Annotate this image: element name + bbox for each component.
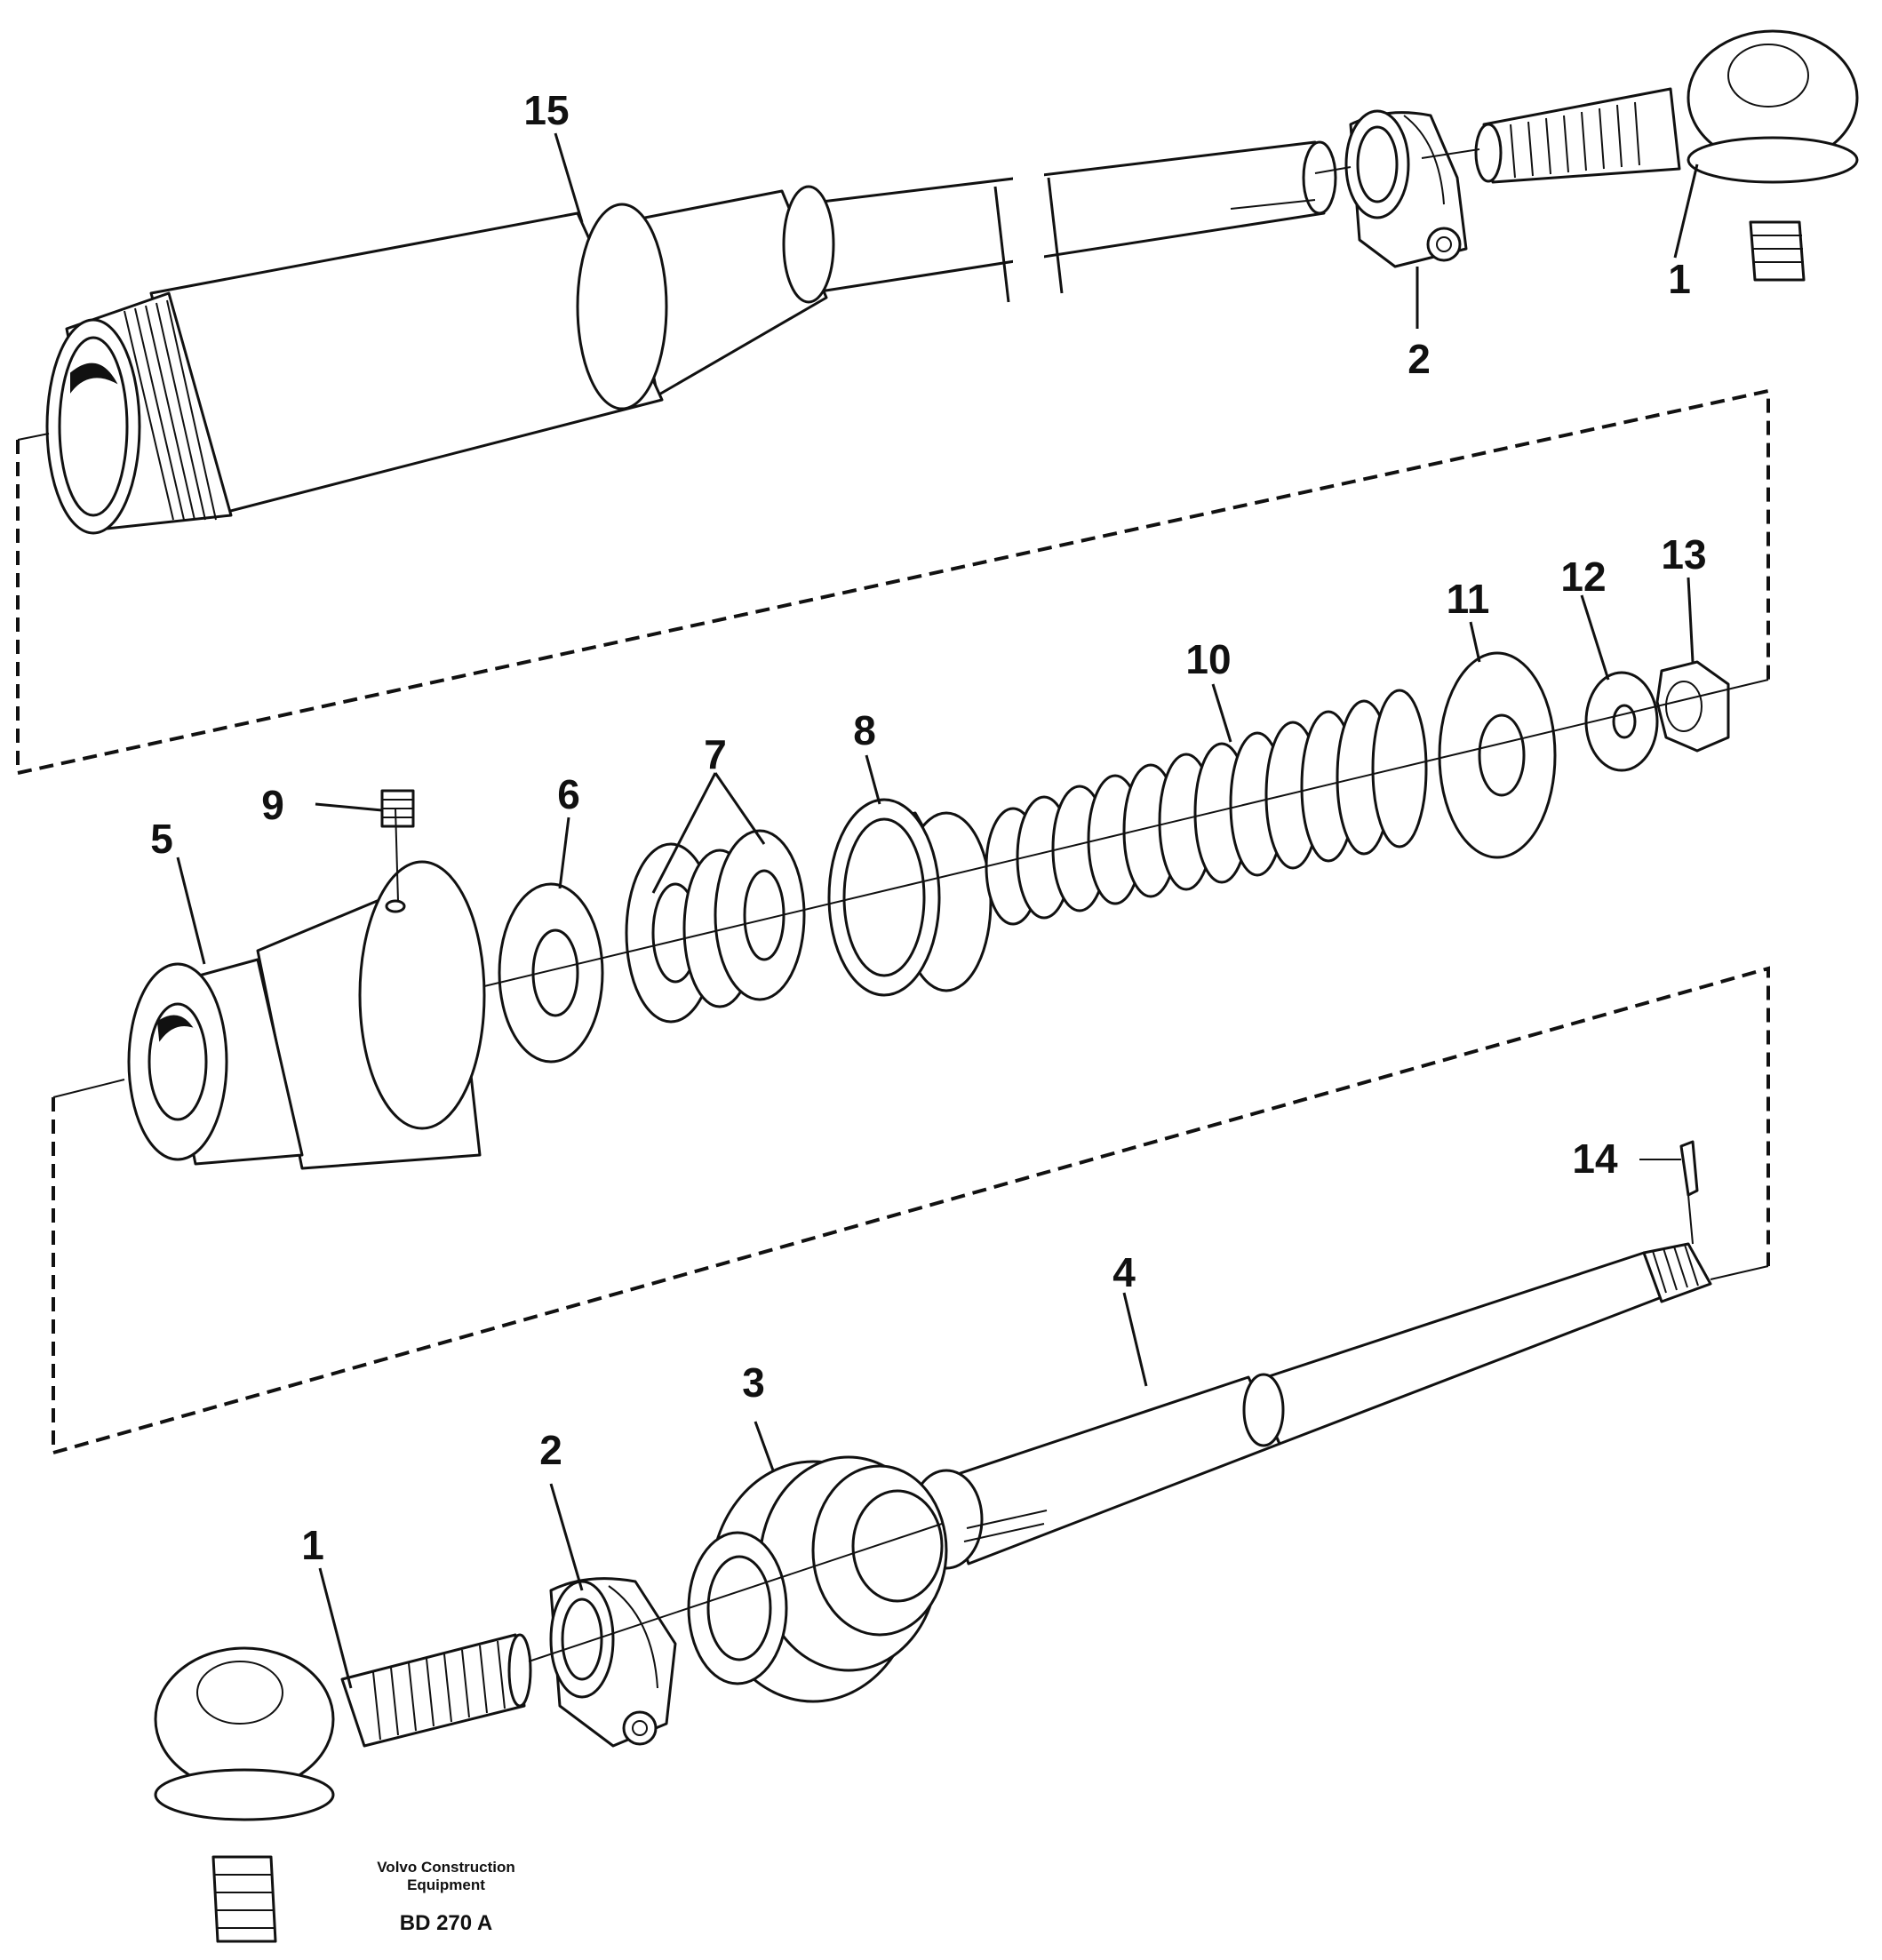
callout-5: 5 xyxy=(150,816,173,862)
dashed-connector-lines xyxy=(16,388,1770,1455)
caption-company-line2: Equipment xyxy=(407,1876,485,1893)
cylinder-tube-part-15 xyxy=(45,140,1337,535)
seal-rings-part-7 xyxy=(625,829,806,1024)
callout-1-top: 1 xyxy=(1668,256,1691,302)
spring-part-10 xyxy=(985,689,1428,926)
spring-seat-part-11 xyxy=(1438,651,1557,859)
callout-2-top: 2 xyxy=(1408,336,1431,382)
washer-part-6 xyxy=(498,882,604,1064)
caption-figure-code: BD 270 A xyxy=(400,1911,492,1935)
sleeve-part-8 xyxy=(827,798,993,997)
nut-part-13 xyxy=(1655,660,1730,753)
callout-6: 6 xyxy=(557,771,580,817)
leader-lines xyxy=(176,132,1699,1689)
cotter-pin-part-14 xyxy=(1679,1140,1699,1197)
tie-rod-end-part-1-top xyxy=(1474,29,1859,282)
assembly-axis-lines xyxy=(17,148,1769,1662)
callout-8: 8 xyxy=(853,707,876,753)
callout-14: 14 xyxy=(1572,1135,1618,1182)
piston-rod-part-4 xyxy=(909,1242,1712,1570)
clamp-part-2-top xyxy=(1344,109,1468,268)
callout-1-bottom: 1 xyxy=(301,1522,324,1568)
callout-13: 13 xyxy=(1661,531,1706,578)
tie-rod-end-part-1-bottom xyxy=(154,1633,532,1943)
boot-part-3 xyxy=(687,1455,948,1703)
part-callouts: 1 2 15 13 12 11 10 8 7 6 9 5 14 4 3 2 1 xyxy=(150,87,1706,1568)
callout-15: 15 xyxy=(523,87,569,133)
diagram-caption: Volvo Construction Equipment BD 270 A xyxy=(377,1859,515,1935)
callout-4: 4 xyxy=(1112,1249,1136,1295)
caption-company: Volvo Construction xyxy=(377,1859,515,1876)
callout-3: 3 xyxy=(742,1359,765,1406)
valve-body-part-5 xyxy=(127,860,486,1170)
clamp-part-2-bottom xyxy=(549,1577,677,1748)
callout-7: 7 xyxy=(704,731,727,777)
callout-11: 11 xyxy=(1447,576,1490,622)
washer-part-12 xyxy=(1584,671,1659,772)
callout-10: 10 xyxy=(1185,636,1231,682)
set-screw-part-9 xyxy=(380,789,415,828)
callout-9: 9 xyxy=(261,782,284,828)
callout-2-bottom: 2 xyxy=(539,1427,562,1473)
callout-12: 12 xyxy=(1560,554,1606,600)
